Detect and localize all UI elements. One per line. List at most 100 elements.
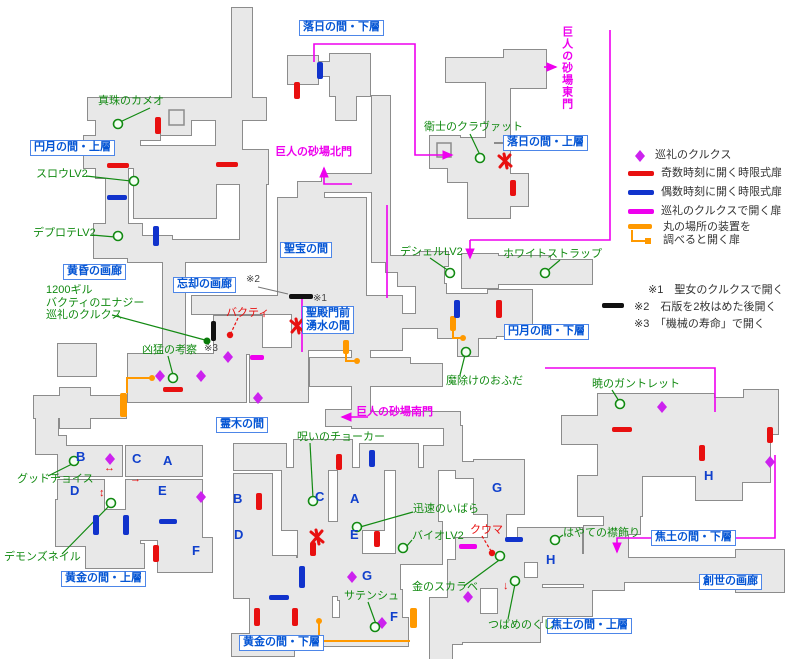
- rare-enemy-dot: [488, 549, 496, 557]
- map-room-fill: [214, 316, 262, 354]
- legend-label: 巡礼のクルクス: [655, 149, 732, 162]
- even-hour-door: [299, 566, 305, 588]
- pilgrim-crux-diamond: [657, 401, 667, 413]
- odd-hour-door: [612, 427, 632, 432]
- odd-hour-door: [292, 608, 298, 626]
- item-leader-line: [469, 133, 481, 156]
- device-spot-dot: [354, 358, 360, 364]
- pilgrim-crux-diamond: [223, 351, 233, 363]
- map-room-fill: [240, 178, 266, 252]
- device-door-icon: [628, 224, 652, 245]
- pilgrim-crux-diamond-icon: [635, 150, 645, 162]
- item-leader-line: [309, 442, 314, 499]
- odd-hour-door: [216, 162, 238, 167]
- legend-row-even-door: 偶数時刻に開く時限式扉: [628, 186, 782, 199]
- treasure-spot: [549, 534, 561, 546]
- item-leader-line: [47, 463, 73, 477]
- map-room-fill: [128, 236, 172, 262]
- crux-door: [250, 355, 264, 360]
- map-room-fill: [488, 290, 532, 336]
- treasure-spot: [112, 230, 124, 242]
- treasure-spot: [105, 497, 117, 509]
- map-room-fill: [56, 500, 78, 546]
- pilgrim-crux-diamond: [347, 571, 357, 583]
- enemy-x-mark: [309, 528, 325, 546]
- treasure-spot: [474, 152, 486, 164]
- map-room-fill: [74, 510, 140, 546]
- special-door: [211, 321, 216, 341]
- enemy-x-mark: [497, 152, 513, 170]
- map-room-fill: [528, 588, 592, 616]
- map-room-fill: [288, 56, 318, 84]
- special-door: [289, 294, 313, 299]
- footnote-2: ※2 石版を2枚はめた後開く: [634, 301, 777, 313]
- map-room-fill: [372, 96, 390, 240]
- item-leader-line: [429, 257, 450, 272]
- device-link-line: [126, 377, 152, 393]
- map-room-fill: [192, 296, 292, 314]
- map-room-fill: [396, 468, 438, 526]
- item-leader-line: [111, 314, 206, 341]
- map-room-fill: [161, 104, 191, 135]
- treasure-spot: [460, 346, 472, 358]
- treasure-spot: [112, 118, 124, 130]
- pilgrim-crux-diamond: [253, 392, 263, 404]
- pilgrim-crux-diamond: [196, 491, 206, 503]
- stone-door-icon: [602, 303, 624, 308]
- even-hour-door: [317, 62, 323, 79]
- crux-door: [459, 544, 477, 549]
- map-room-fill: [294, 440, 352, 470]
- map-room-fill: [420, 252, 448, 266]
- even-hour-door: [107, 195, 127, 200]
- odd-hour-door: [310, 542, 316, 556]
- treasure-spot: [444, 267, 456, 279]
- item-leader-line: [119, 107, 151, 123]
- odd-hour-door: [256, 493, 262, 510]
- warp-connector-line: [545, 367, 716, 412]
- device-door-bar: [410, 608, 417, 628]
- map-room-fill: [322, 174, 374, 192]
- legend-label: 奇数時刻に開く時限式扉: [661, 167, 782, 179]
- map-room-fill: [360, 444, 418, 470]
- map-room-fill: [310, 358, 410, 386]
- item-leader-line: [359, 511, 414, 528]
- item-leader-line: [546, 259, 561, 272]
- odd-hour-door: [107, 163, 129, 168]
- red-door-icon: [628, 171, 654, 177]
- map-room-fill: [438, 294, 496, 338]
- rare-enemy-dot: [226, 331, 234, 339]
- map-room-fill: [538, 554, 584, 584]
- map-room-fill: [234, 444, 286, 470]
- treasure-spot: [68, 455, 80, 467]
- item-leader-line: [507, 583, 516, 620]
- legend-label: 巡礼のクルクスで開く扉: [661, 205, 782, 217]
- device-door-bar: [450, 316, 456, 331]
- map-room-fill: [298, 182, 324, 200]
- map-room-fill: [430, 598, 462, 644]
- device-link-line: [345, 354, 357, 362]
- odd-hour-door: [374, 531, 380, 547]
- even-hour-door: [93, 515, 99, 535]
- treasure-spot: [167, 372, 179, 384]
- item-leader-line: [167, 355, 174, 376]
- enemy-leader-line: [230, 317, 239, 334]
- map-room-fill: [336, 94, 356, 120]
- odd-hour-door: [155, 117, 161, 134]
- odd-hour-door: [767, 427, 773, 443]
- footnote-3: ※3 「機械の寿命」で開く: [634, 318, 765, 330]
- odd-hour-door: [294, 82, 300, 99]
- map-room-fill: [168, 240, 266, 262]
- odd-hour-door: [336, 454, 342, 470]
- map-room-fill: [744, 390, 778, 434]
- footnote-1: ※1 聖女のクルクスで開く: [648, 284, 784, 296]
- treasure-spot: [307, 495, 319, 507]
- map-room-fill: [234, 528, 272, 560]
- map-room-fill: [298, 522, 362, 560]
- map-room-fill: [134, 146, 216, 218]
- device-spot-dot: [149, 375, 155, 381]
- map-room-fill: [528, 62, 546, 74]
- map-room-fill: [232, 634, 294, 656]
- warp-connector-line: [313, 43, 454, 160]
- map-room-fill: [486, 82, 510, 142]
- device-door-bar: [120, 393, 127, 417]
